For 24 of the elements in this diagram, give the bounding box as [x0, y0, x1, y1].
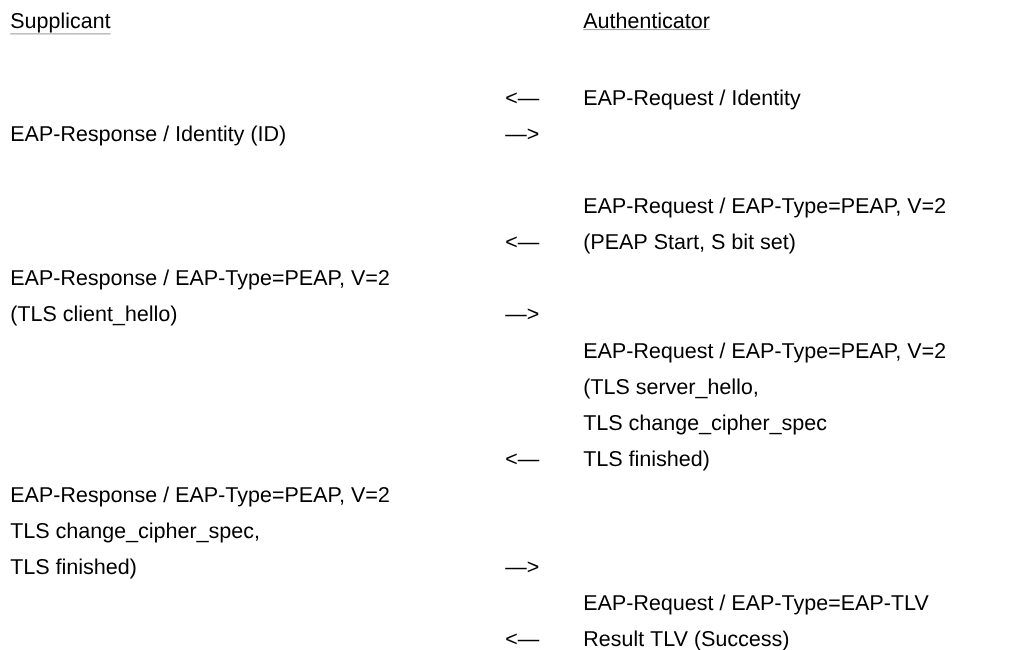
- arrow-sign: —>: [505, 128, 539, 140]
- column-heading: Supplicant: [10, 12, 111, 35]
- message-text: EAP-Request / EAP-Type=PEAP, V=2: [584, 197, 946, 218]
- message-text: EAP-Response / EAP-Type=PEAP, V=2: [11, 486, 389, 507]
- message-text: EAP-Response / EAP-Type=PEAP, V=2: [11, 269, 389, 290]
- message-text: TLS change_cipher_spec: [583, 414, 827, 435]
- message-text: TLS finished): [10, 558, 136, 579]
- message-text: TLS change_cipher_spec,: [10, 522, 258, 543]
- message-text: Result TLV (Success): [584, 630, 789, 650]
- message-text: TLS finished): [583, 450, 709, 471]
- arrow-sign: —>: [505, 308, 539, 320]
- message-text: (TLS server_hello,: [584, 378, 757, 399]
- message-text: (TLS client_hello): [11, 305, 177, 326]
- message-text: (PEAP Start, S bit set): [584, 233, 795, 254]
- message-text: EAP-Response / Identity (ID): [11, 125, 285, 146]
- arrow-sign: —>: [505, 561, 539, 573]
- message-text: EAP-Request / Identity: [584, 89, 801, 110]
- arrow-sign: <—: [506, 453, 540, 465]
- arrow-sign: <—: [506, 236, 540, 248]
- arrow-sign: <—: [506, 633, 540, 645]
- message-text: EAP-Request / EAP-Type=PEAP, V=2: [584, 342, 946, 363]
- arrow-sign: <—: [506, 92, 540, 104]
- column-heading: Authenticator: [583, 12, 711, 30]
- message-text: EAP-Request / EAP-Type=EAP-TLV: [584, 594, 929, 615]
